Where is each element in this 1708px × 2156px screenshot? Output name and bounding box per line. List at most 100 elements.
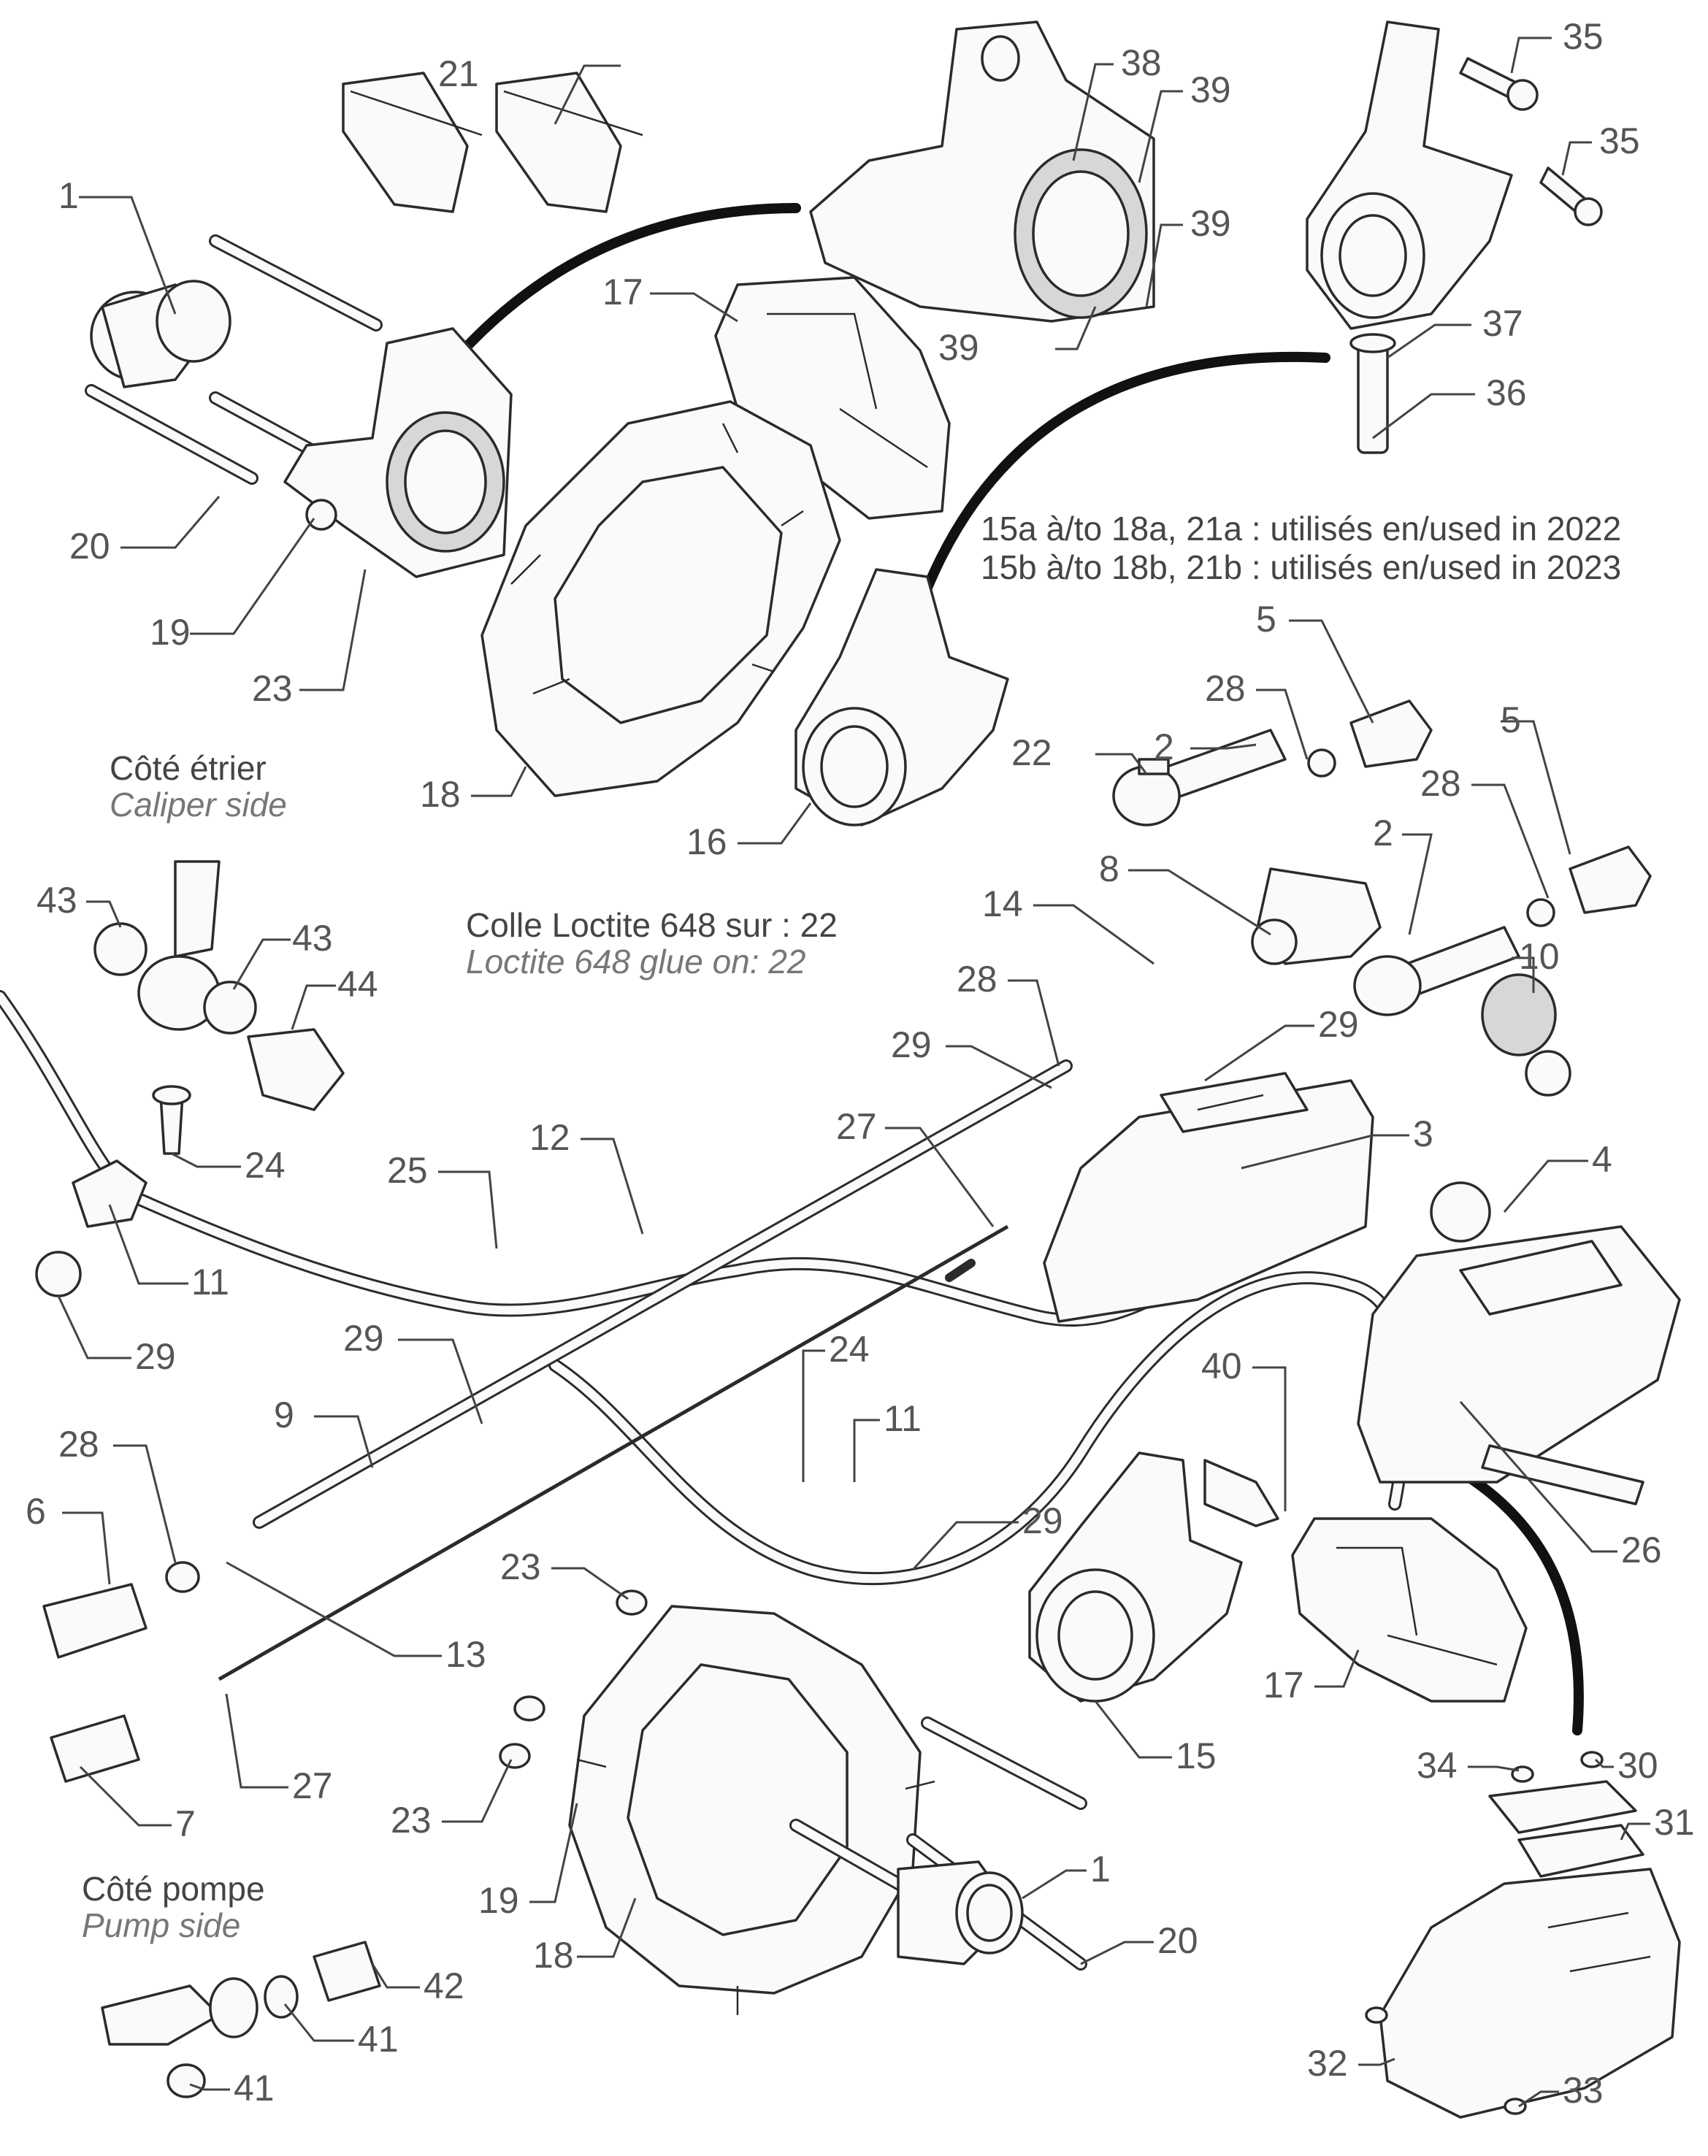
brake-caliper-17-bottom <box>1203 1459 1528 1703</box>
callout-c24b: 24 <box>829 1329 870 1370</box>
text-notes: Côté étrier Caliper side Colle Loctite 6… <box>82 510 1621 1944</box>
master-cylinder-3 <box>1043 1072 1374 1323</box>
callout-c39c: 39 <box>938 327 979 368</box>
assembly-arcs <box>451 203 1584 1735</box>
link-8-and-knob-10 <box>1251 867 1571 1097</box>
callout-c20b: 20 <box>1157 1920 1198 1961</box>
brake-caliper-17-top <box>714 276 951 520</box>
brake-disc-18-top <box>480 400 841 797</box>
callout-c43b: 43 <box>292 918 333 959</box>
callout-c29a: 29 <box>891 1024 932 1065</box>
clevis-6 <box>42 1583 148 1659</box>
callout-c12: 12 <box>529 1117 570 1158</box>
glue-note-en: Loctite 648 glue on: 22 <box>466 943 805 981</box>
caliper-side-label-fr: Côté étrier <box>110 749 267 787</box>
cable-13 <box>218 1224 1009 1681</box>
callout-c39a: 39 <box>1190 69 1231 110</box>
callout-c37: 37 <box>1482 303 1523 344</box>
leader-lines <box>57 37 1650 2108</box>
brake-disc-18-bottom <box>568 1605 935 2015</box>
assembly-arc-pump-reservoir <box>1448 1462 1584 1735</box>
callout-c28c: 28 <box>957 959 997 1000</box>
version-note-2023: 15b à/to 18b, 21b : utilisés en/used in … <box>981 548 1621 586</box>
callout-c8: 8 <box>1099 848 1119 889</box>
screws-23-bottom <box>499 1589 648 1769</box>
caliper-support-15 <box>1028 1451 1243 1703</box>
callout-c19b: 19 <box>478 1880 519 1921</box>
callout-c44: 44 <box>337 964 378 1005</box>
callout-c34: 34 <box>1417 1745 1458 1786</box>
pump-side-label-fr: Côté pompe <box>82 1870 265 1908</box>
callout-c25: 25 <box>387 1150 428 1191</box>
callout-labels: 1 21 38 39 39 39 35 35 37 36 17 20 19 23… <box>26 16 1695 2111</box>
pump-reservoir-30-33 <box>1365 1751 1681 2119</box>
callout-c16: 16 <box>686 821 727 862</box>
callout-c36: 36 <box>1486 372 1527 413</box>
callout-c29c: 29 <box>343 1318 384 1359</box>
callout-c27a: 27 <box>836 1106 877 1147</box>
assembly-arc-pump-support <box>922 351 1330 593</box>
pump-side-label-en: Pump side <box>82 1906 240 1944</box>
callout-c35b: 35 <box>1599 120 1640 161</box>
callout-c7: 7 <box>175 1803 196 1844</box>
callout-c27b: 27 <box>292 1765 333 1806</box>
callout-c17b: 17 <box>1263 1665 1304 1706</box>
pin-36-37 <box>1349 333 1396 454</box>
callout-c14: 14 <box>982 883 1023 924</box>
screw-24-left <box>152 1085 191 1155</box>
brake-pads-21 <box>342 72 643 213</box>
callout-c17a: 17 <box>602 272 643 312</box>
cable-27 <box>945 1259 976 1282</box>
sleeve-1-bottom <box>897 1860 1024 1965</box>
callout-c28a: 28 <box>1205 668 1246 709</box>
caliper-support-16 <box>794 568 1009 826</box>
nut-28-lower <box>165 1561 200 1593</box>
callout-c26: 26 <box>1621 1530 1662 1570</box>
callout-c2a: 2 <box>1154 726 1174 767</box>
callout-c40: 40 <box>1201 1346 1242 1386</box>
clamp-11-left <box>72 1159 148 1228</box>
callout-c33: 33 <box>1563 2070 1604 2111</box>
callout-c23a: 23 <box>252 668 293 709</box>
callout-c41b: 41 <box>234 2068 275 2109</box>
sleeve-1-top <box>90 280 231 388</box>
callout-c19a: 19 <box>150 612 191 653</box>
callout-c18b: 18 <box>533 1935 574 1976</box>
assembly-arc-caliper-hub <box>451 203 801 363</box>
callout-c21: 21 <box>438 53 479 94</box>
nut-29-left <box>35 1251 82 1297</box>
callout-c38: 38 <box>1121 42 1162 83</box>
caliper-support-top-right <box>1306 20 1513 330</box>
caliper-hub-top <box>283 327 513 578</box>
callout-c22: 22 <box>1011 732 1052 773</box>
callout-c11b: 11 <box>884 1398 922 1439</box>
callout-c10: 10 <box>1519 936 1560 977</box>
callout-c20a: 20 <box>69 526 110 567</box>
bolts-35 <box>1459 57 1603 226</box>
callout-c32: 32 <box>1307 2043 1348 2084</box>
callout-c5a: 5 <box>1256 599 1276 640</box>
callout-c1: 1 <box>58 175 79 216</box>
clevis-7 <box>50 1714 140 1783</box>
callout-c42: 42 <box>424 1965 464 2006</box>
banjo-fittings-43-44 <box>93 860 345 1111</box>
caliper-side-label-en: Caliper side <box>110 786 287 824</box>
callout-c13: 13 <box>445 1634 486 1675</box>
callout-c29b: 29 <box>1318 1004 1359 1045</box>
callout-c24a: 24 <box>245 1145 286 1186</box>
callout-c28d: 28 <box>58 1424 99 1465</box>
pump-fittings-41-42 <box>101 1941 381 2098</box>
callout-c29d: 29 <box>135 1336 176 1377</box>
callout-c11a: 11 <box>191 1262 229 1303</box>
callout-c18a: 18 <box>420 774 461 815</box>
callout-c2b: 2 <box>1373 813 1393 853</box>
callout-c4: 4 <box>1592 1139 1612 1180</box>
caliper-housing-38 <box>809 20 1155 323</box>
callout-c31: 31 <box>1654 1802 1695 1843</box>
callout-c23b: 23 <box>500 1546 541 1587</box>
glue-note-fr: Colle Loctite 648 sur : 22 <box>466 906 838 944</box>
callout-c6: 6 <box>26 1491 46 1532</box>
version-note-2022: 15a à/to 18a, 21a : utilisés en/used in … <box>981 510 1621 548</box>
callout-c23c: 23 <box>391 1800 432 1841</box>
